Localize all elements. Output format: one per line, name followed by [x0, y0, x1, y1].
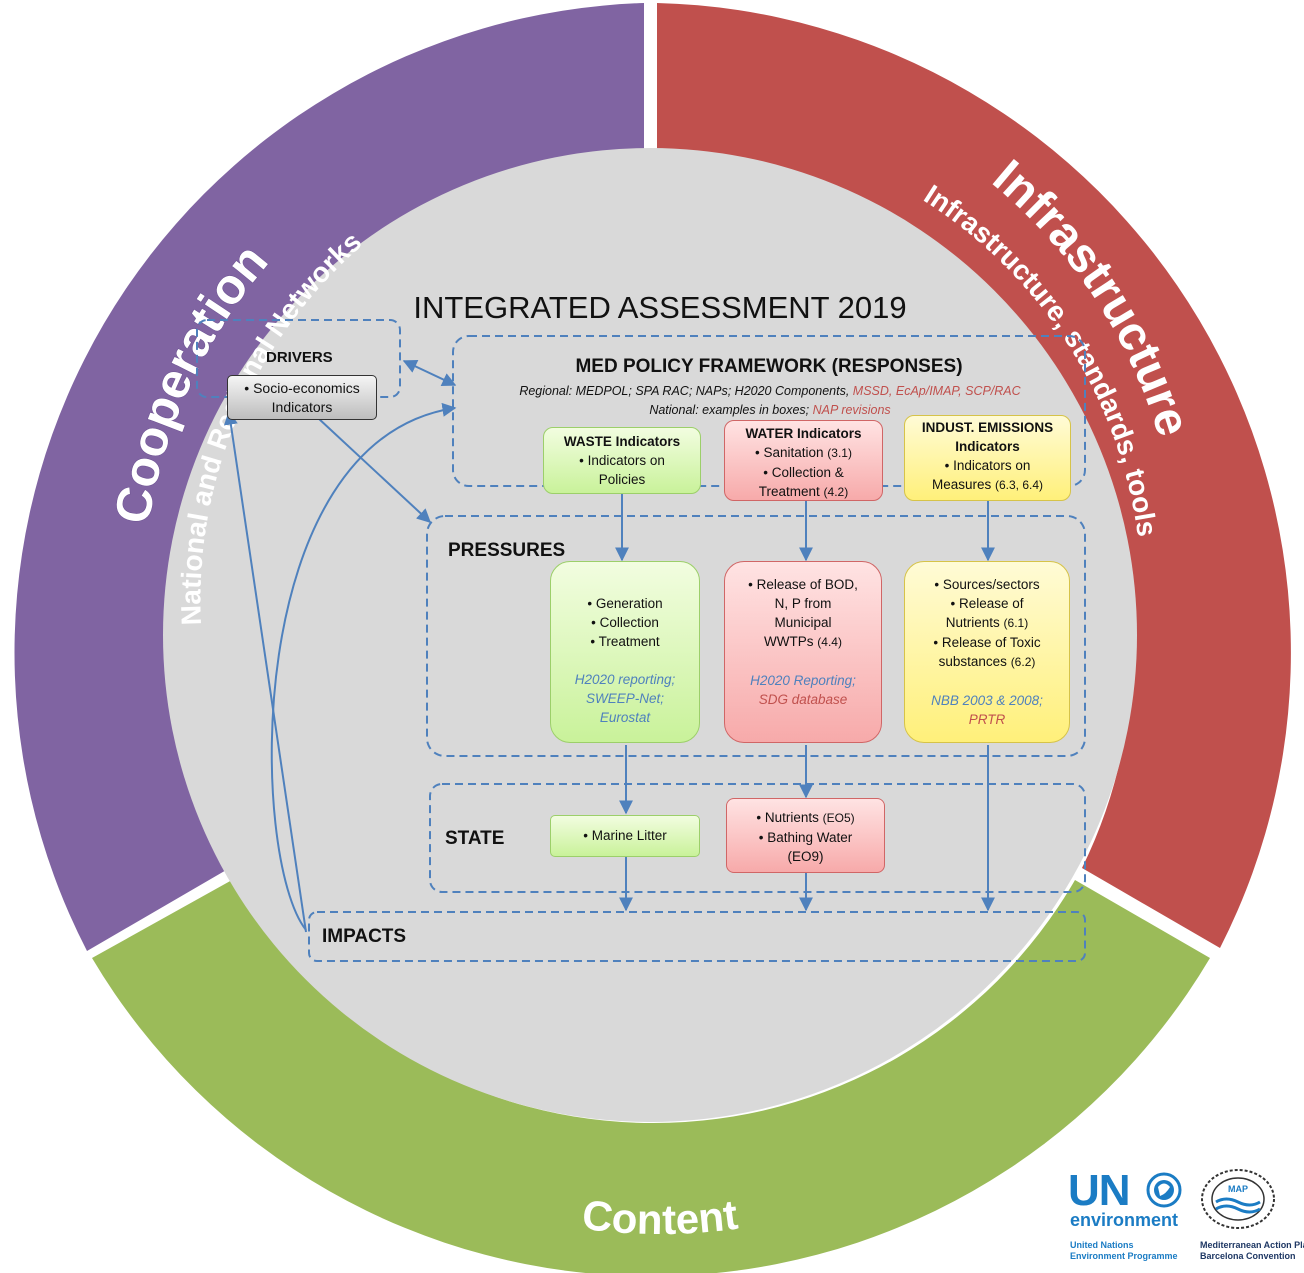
- water-state-item-2: • Bathing Water: [758, 830, 853, 845]
- infrastructure-sector: [657, 3, 1291, 948]
- arrow-impacts-to-responses: [270, 402, 457, 931]
- indust-pressures-source-2: PRTR: [968, 712, 1006, 727]
- waste-pressures-item-1: • Generation: [587, 596, 663, 611]
- indust-indicators-item: • Indicators on: [944, 458, 1031, 473]
- impacts-label: IMPACTS: [322, 926, 407, 947]
- indust-pressures-item-3-cont: substances (6.2): [938, 654, 1036, 669]
- water-indicators-title: WATER Indicators: [745, 426, 862, 441]
- waste-pressures-box: • Generation • Collection • Treatment H2…: [550, 561, 700, 743]
- waste-pressures-item-2: • Collection: [591, 615, 659, 630]
- waste-state-item: • Marine Litter: [583, 828, 667, 843]
- impacts-frame: [308, 911, 1086, 962]
- un-subtitle-1: United Nations: [1070, 1240, 1134, 1250]
- globe-icon: [1146, 1172, 1182, 1208]
- waste-pressures-source-3: Eurostat: [599, 710, 651, 725]
- un-logo-text: UN: [1068, 1166, 1131, 1215]
- water-pressures-item-cont-3: WWTPs (4.4): [764, 634, 842, 649]
- water-state-item-2-cont: (EO9): [787, 849, 824, 864]
- state-frame: [429, 783, 1086, 893]
- waste-indicators-title: WASTE Indicators: [563, 434, 681, 449]
- waste-state-box: • Marine Litter: [550, 815, 700, 857]
- drivers-label: DRIVERS: [266, 349, 333, 366]
- un-environment-text: environment: [1070, 1210, 1179, 1230]
- responses-title: MED POLICY FRAMEWORK (RESPONSES): [575, 356, 963, 377]
- map-badge-text: MAP: [1228, 1184, 1248, 1194]
- water-indicators-item-2-cont: Treatment (4.2): [758, 484, 849, 499]
- water-pressures-source-2: SDG database: [758, 692, 848, 707]
- pressures-label: PRESSURES: [448, 540, 566, 561]
- indust-indicators-item-cont: Measures (6.3, 6.4): [931, 477, 1044, 492]
- map-emblem-icon: MAP: [1201, 1169, 1275, 1229]
- arrow-drivers-to-pressures: [317, 417, 432, 523]
- indust-pressures-box: • Sources/sectors • Release of Nutrients…: [904, 561, 1070, 743]
- water-indicators-item-1: • Sanitation (3.1): [755, 445, 852, 460]
- drivers-frame: [196, 319, 401, 398]
- arrow-drivers-to-responses: [402, 360, 457, 386]
- drivers-item-1: • Socio-economics: [244, 380, 360, 396]
- waste-indicators-box: WASTE Indicators • Indicators on Policie…: [543, 427, 701, 494]
- indust-indicators-title-1: INDUST. EMISSIONS: [921, 420, 1054, 435]
- page-title: INTEGRATED ASSESSMENT 2019: [413, 290, 907, 325]
- indust-indicators-box: INDUST. EMISSIONS Indicators • Indicator…: [904, 415, 1071, 501]
- content-title: Content: [580, 1191, 740, 1243]
- un-subtitle-2: Environment Programme: [1070, 1251, 1178, 1261]
- water-pressures-source-1: H2020 Reporting;: [750, 673, 856, 688]
- waste-indicators-item-cont: Policies: [598, 472, 646, 487]
- drivers-item-2: Indicators: [271, 399, 333, 415]
- drivers-box: • Socio-economics Indicators: [227, 375, 377, 420]
- responses-regional: Regional: MEDPOL; SPA RAC; NAPs; H2020 C…: [519, 384, 1021, 398]
- indust-pressures-source-1: NBB 2003 & 2008;: [931, 693, 1043, 708]
- state-label: STATE: [445, 828, 505, 849]
- waste-pressures-item-3: • Treatment: [590, 634, 660, 649]
- responses-national: National: examples in boxes; NAP revisio…: [649, 403, 891, 417]
- water-pressures-item: • Release of BOD,: [748, 577, 858, 592]
- indust-indicators-title-2: Indicators: [955, 439, 1020, 454]
- waste-indicators-item: • Indicators on: [579, 453, 665, 468]
- map-subtitle-1: Mediterranean Action Plan: [1200, 1240, 1304, 1250]
- water-pressures-item-cont-1: N, P from: [774, 596, 832, 611]
- water-pressures-box: • Release of BOD, N, P from Municipal WW…: [724, 561, 882, 743]
- water-indicators-item-2: • Collection &: [763, 465, 844, 480]
- water-pressures-item-cont-2: Municipal: [774, 615, 832, 630]
- waste-pressures-source-2: SWEEP-Net;: [585, 691, 664, 706]
- indust-pressures-item-3: • Release of Toxic: [933, 635, 1041, 650]
- water-state-item-1: • Nutrients (EO5): [756, 810, 855, 825]
- water-indicators-box: WATER Indicators • Sanitation (3.1) • Co…: [724, 420, 883, 501]
- water-state-box: • Nutrients (EO5) • Bathing Water (EO9): [726, 798, 885, 873]
- arrow-impacts-to-drivers: [223, 410, 307, 933]
- content-sector: [92, 880, 1210, 1273]
- un-environment-logo: UN environment United Nations Environmen…: [1068, 1166, 1188, 1268]
- map-subtitle-2: Barcelona Convention: [1200, 1251, 1296, 1261]
- indust-pressures-item-2-cont: Nutrients (6.1): [945, 615, 1029, 630]
- indust-pressures-item-1: • Sources/sectors: [934, 577, 1040, 592]
- indust-pressures-item-2: • Release of: [950, 596, 1024, 611]
- waste-pressures-source-1: H2020 reporting;: [574, 672, 676, 687]
- map-logo: MAP Mediterranean Action Plan Barcelona …: [1198, 1168, 1304, 1268]
